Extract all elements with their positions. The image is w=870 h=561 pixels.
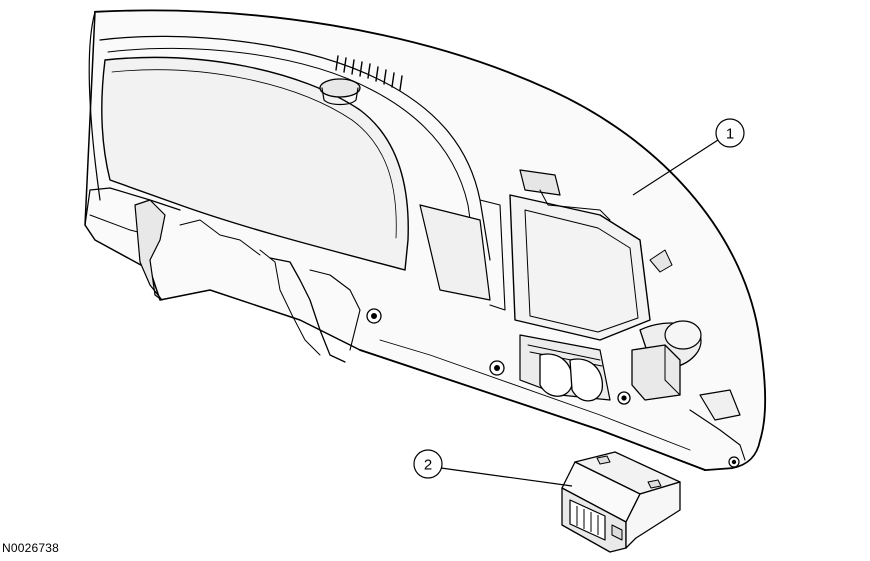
callout-label-2: 2 <box>424 457 432 474</box>
callout-1: 1 <box>632 118 745 196</box>
instrument-panel-housing <box>84 9 767 471</box>
connector-pins <box>576 506 599 535</box>
callout-bubble-2 <box>413 449 443 479</box>
mounting-screw-left <box>366 308 382 324</box>
electronic-module <box>561 451 681 553</box>
leader-line-1 <box>632 139 719 196</box>
callout-label-1: 1 <box>726 126 734 143</box>
figure-id: N0026738 <box>2 541 59 555</box>
top-mounting-boss <box>319 78 361 98</box>
callout-bubble-1 <box>715 118 745 148</box>
mounting-screw-far-right <box>728 456 740 468</box>
top-vent-grille <box>335 55 403 91</box>
leader-line-2 <box>440 467 573 487</box>
callout-2: 2 <box>413 449 573 487</box>
mounting-screw-right <box>617 391 631 405</box>
mounting-screw-center <box>489 360 505 376</box>
